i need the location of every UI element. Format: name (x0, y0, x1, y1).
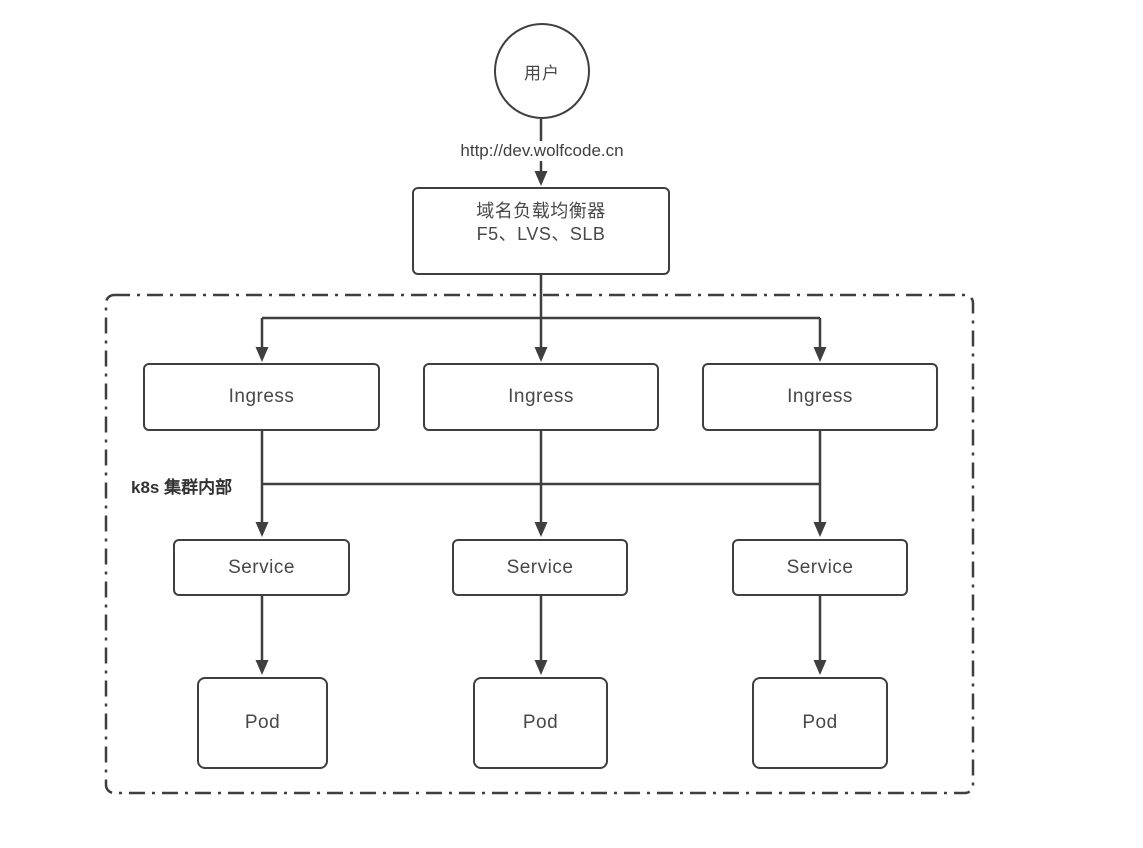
k8s-cluster-boundary (104, 293, 975, 795)
arrowhead-into-pod-2 (534, 660, 548, 675)
service-node-3: Service (732, 539, 908, 596)
ingress-label: Ingress (228, 386, 295, 407)
arrowhead-into-ingress-2 (534, 347, 548, 362)
arrowhead-into-pod-1 (255, 660, 269, 675)
arrowhead-into-service-1 (255, 522, 269, 537)
ingress-node-1: Ingress (143, 363, 380, 431)
service-node-2: Service (452, 539, 628, 596)
ingress-node-2: Ingress (423, 363, 659, 431)
service-label: Service (506, 556, 574, 578)
user-node: 用户 (494, 23, 590, 119)
ingress-node-3: Ingress (702, 363, 938, 431)
service-label: Service (228, 556, 295, 578)
ingress-label: Ingress (508, 386, 574, 407)
request-url-label: http://dev.wolfcode.cn (460, 141, 624, 160)
load-balancer-title: 域名负载均衡器 (476, 201, 606, 221)
arrowhead-into-ingress-3 (813, 347, 827, 362)
pod-node-1: Pod (197, 677, 328, 769)
arrowhead-into-service-3 (813, 522, 827, 537)
pod-label: Pod (802, 712, 838, 733)
load-balancer-node: 域名负载均衡器 F5、LVS、SLB (412, 187, 670, 275)
pod-label: Pod (244, 712, 281, 733)
pod-node-3: Pod (752, 677, 888, 769)
arrowhead-into-service-2 (534, 522, 548, 537)
pod-label: Pod (522, 712, 559, 733)
service-node-1: Service (173, 539, 350, 596)
ingress-label: Ingress (787, 386, 853, 407)
arrowhead-into-ingress-1 (255, 347, 269, 362)
arrowhead-into-load-balancer (534, 171, 548, 186)
arrowhead-into-pod-3 (813, 660, 827, 675)
load-balancer-subtitle: F5、LVS、SLB (476, 224, 606, 244)
pod-node-2: Pod (473, 677, 608, 769)
user-label: 用户 (524, 63, 560, 83)
k8s-cluster-label: k8s 集群内部 (131, 478, 233, 497)
service-label: Service (786, 556, 854, 578)
